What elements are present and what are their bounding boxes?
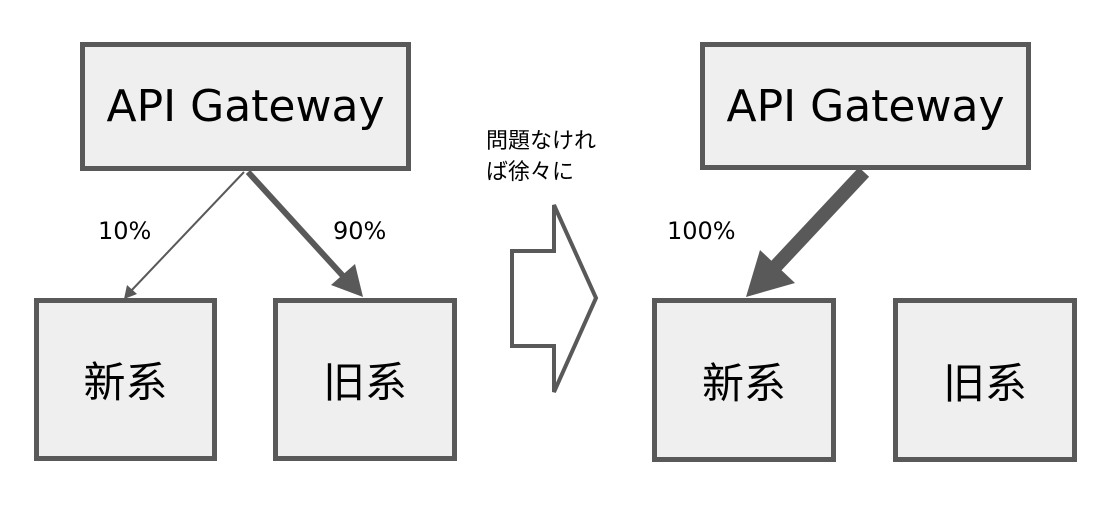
- transition-caption-line2: ば徐々に: [486, 160, 575, 185]
- after-gateway-label: API Gateway: [726, 80, 1005, 132]
- before-old-system-label: 旧系: [322, 358, 407, 407]
- transition-caption-line1: 問題なけれ: [486, 129, 597, 154]
- before-arrow-to-new: [124, 171, 245, 299]
- before-gateway-label: API Gateway: [106, 81, 385, 132]
- before-old-traffic-percent: 90%: [333, 217, 387, 245]
- after-gateway-box: API Gateway: [700, 42, 1031, 170]
- before-new-system-label: 新系: [83, 358, 168, 407]
- after-old-system-label: 旧系: [942, 358, 1027, 408]
- after-old-system-box: 旧系: [893, 298, 1077, 462]
- after-new-system-box: 新系: [652, 298, 836, 462]
- before-new-system-box: 新系: [34, 298, 217, 461]
- block-right-arrow-icon: [510, 204, 599, 393]
- before-old-system-box: 旧系: [273, 298, 457, 461]
- after-new-traffic-percent: 100%: [667, 217, 736, 245]
- before-new-traffic-percent: 10%: [98, 217, 152, 245]
- before-arrow-to-old: [245, 169, 363, 297]
- before-gateway-box: API Gateway: [80, 42, 411, 171]
- after-arrow-to-new: [746, 167, 870, 297]
- after-new-system-label: 新系: [701, 358, 786, 408]
- transition-caption: 問題なけれ ば徐々に: [486, 126, 596, 188]
